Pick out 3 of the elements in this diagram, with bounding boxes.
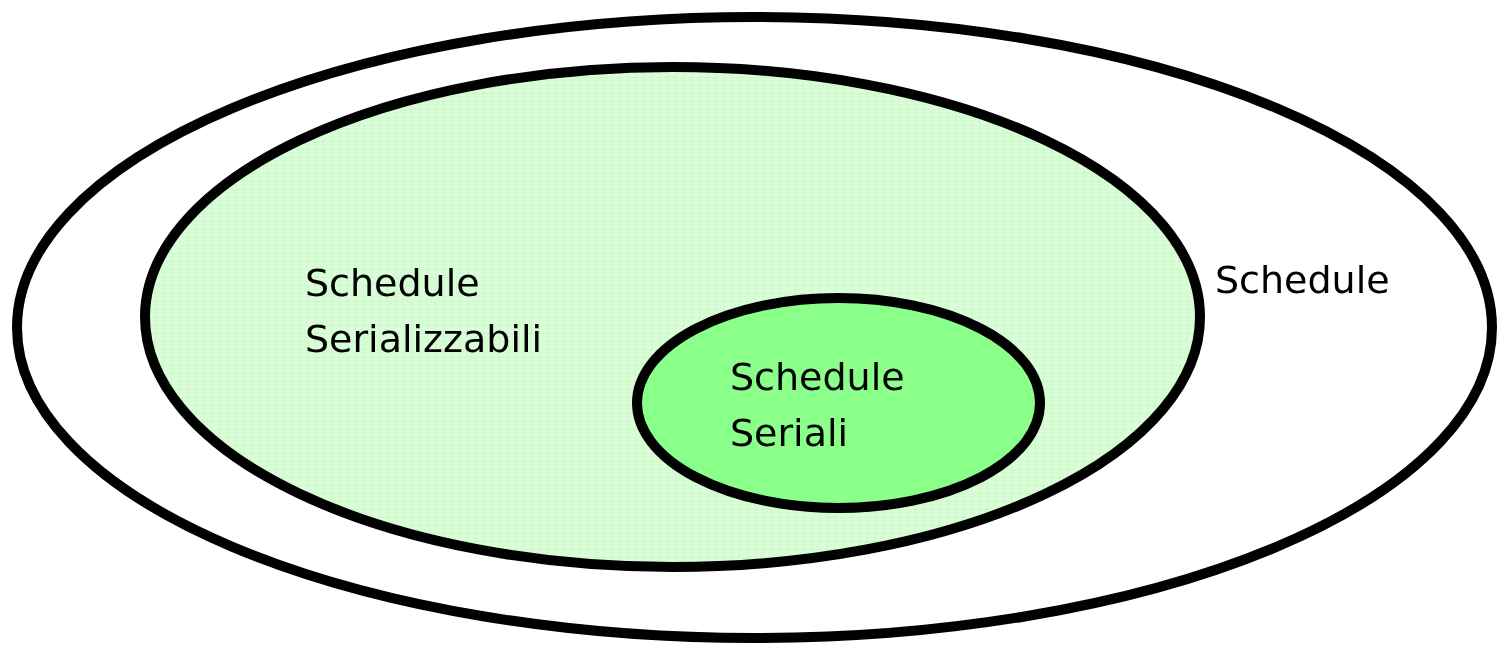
set-label: Schedule Serializzabili — [305, 260, 544, 363]
set-label: Schedule Seriali — [730, 354, 906, 457]
set-label: Schedule — [1215, 257, 1391, 304]
